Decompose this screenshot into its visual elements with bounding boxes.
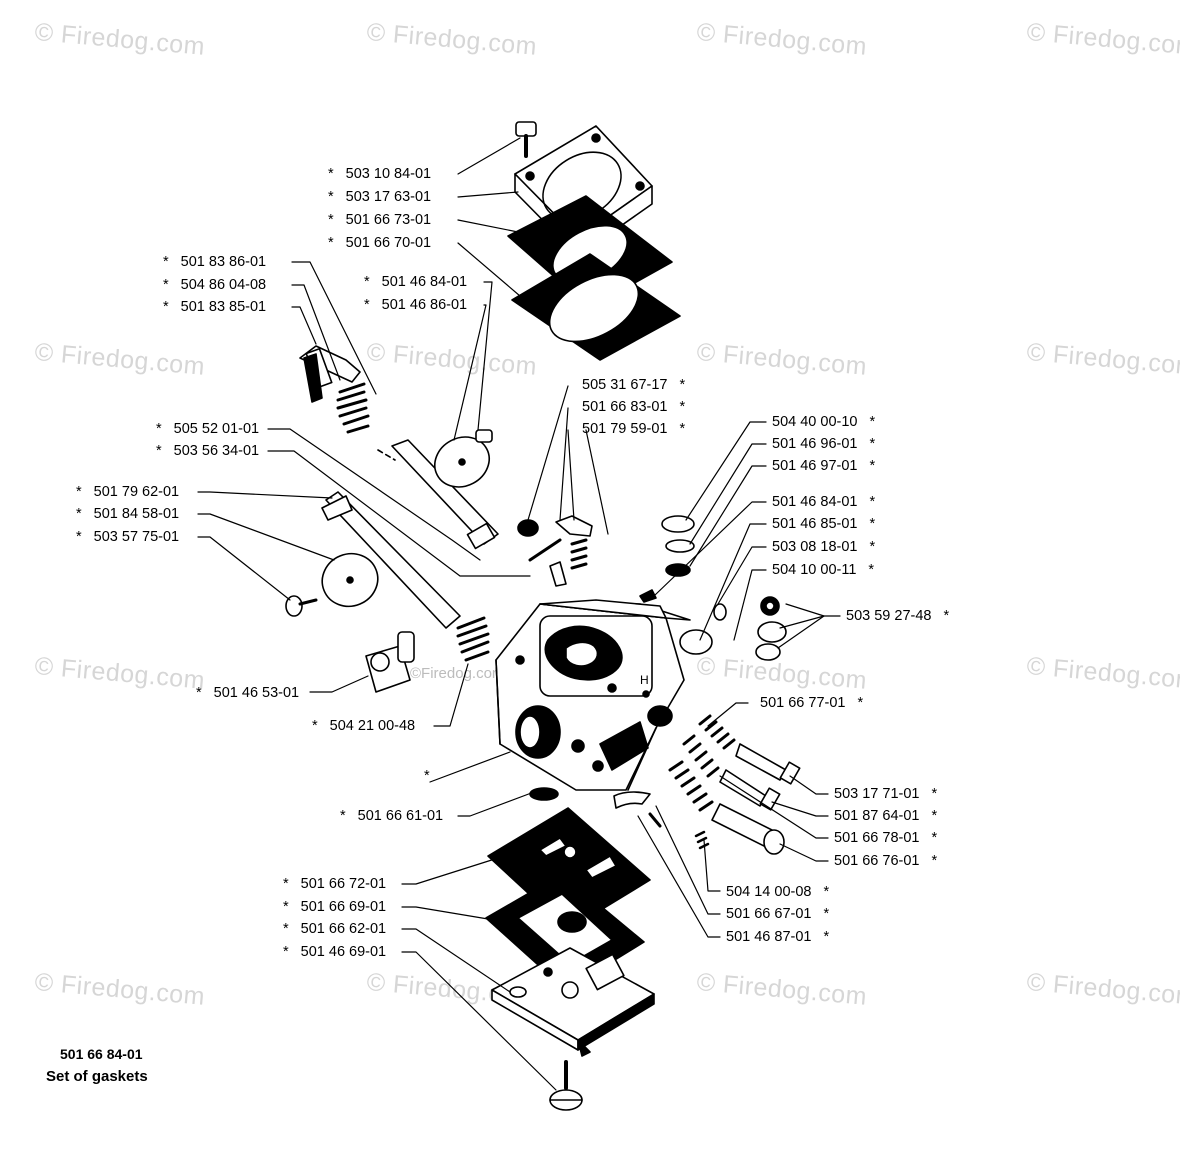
part-label: 501 66 76-01* [834, 853, 938, 869]
part-label: 501 46 85-01* [772, 516, 876, 532]
needle-lever-screw [517, 519, 539, 537]
part-label: *503 57 75-01 [76, 529, 180, 545]
carburetor-body: H [495, 599, 691, 791]
throttle-valve-disc [434, 436, 490, 488]
part-label: * [424, 768, 430, 784]
needle-lever [528, 515, 593, 562]
part-label: *501 46 53-01 [196, 685, 300, 701]
part-label: *501 79 62-01 [76, 484, 180, 500]
part-label: *505 52 01-01 [156, 421, 260, 437]
part-label: 501 66 83-01* [582, 399, 686, 415]
part-label: *501 83 85-01 [163, 299, 267, 315]
choke-shaft [321, 491, 461, 629]
part-label: 501 87 64-01* [834, 808, 938, 824]
welch-plug [679, 603, 727, 655]
part-label: *503 56 34-01 [156, 443, 260, 459]
swivel-fitting [365, 631, 415, 693]
part-label: *501 46 86-01 [364, 297, 468, 313]
part-label: 501 66 77-01* [760, 695, 864, 711]
choke-screw [285, 595, 318, 617]
part-label: *501 66 61-01 [340, 808, 444, 824]
throttle-lever [299, 345, 361, 403]
inlet-needle [549, 561, 567, 587]
filter-washers [639, 515, 695, 603]
part-label: *501 66 70-01 [328, 235, 432, 251]
top-cover-screw [515, 121, 537, 158]
part-label: 504 10 00-11* [772, 562, 875, 578]
metering-spring [694, 830, 710, 850]
part-label: 501 79 59-01* [582, 421, 686, 437]
part-label: 503 17 71-01* [834, 786, 938, 802]
part-label: 501 46 96-01* [772, 436, 876, 452]
part-label: *501 66 62-01 [283, 921, 387, 937]
low-speed-needle [735, 743, 801, 785]
check-valve-disc [529, 787, 559, 801]
part-label: *503 10 84-01 [328, 166, 432, 182]
part-label: 501 46 97-01* [772, 458, 876, 474]
part-label: 501 66 67-01* [726, 906, 830, 922]
part-label: *501 46 69-01 [283, 944, 387, 960]
metering-cover [491, 947, 655, 1057]
throttle-valve-screw [475, 429, 493, 443]
part-label: 505 31 67-17* [582, 377, 686, 393]
part-label: *501 83 86-01 [163, 254, 267, 270]
screw-plug-set [755, 596, 787, 661]
part-label: 501 66 78-01* [834, 830, 938, 846]
needle-spring [570, 538, 588, 570]
svg-text:©Firedog.com: ©Firedog.com [410, 665, 504, 682]
part-label: *501 66 69-01 [283, 899, 387, 915]
idle-screw [711, 803, 785, 855]
part-label: *501 66 72-01 [283, 876, 387, 892]
part-label: 503 59 27-48* [846, 608, 950, 624]
part-label: 504 40 00-10* [772, 414, 876, 430]
gasket-kit-caption: Set of gaskets [46, 1068, 148, 1085]
cover-screw [549, 1060, 583, 1111]
part-label: 501 46 87-01* [726, 929, 830, 945]
high-speed-needle [719, 769, 781, 811]
part-label: *501 46 84-01 [364, 274, 468, 290]
svg-text:H: H [640, 673, 649, 687]
gasket-kit-part-number: 501 66 84-01 [60, 1046, 143, 1062]
part-label: *501 84 58-01 [76, 506, 180, 522]
part-label: *504 21 00-48 [312, 718, 416, 734]
part-label: 504 14 00-08* [726, 884, 830, 900]
choke-valve-disc [321, 552, 379, 608]
throttle-spring [336, 382, 370, 434]
part-label: *503 17 63-01 [328, 189, 432, 205]
part-label: 501 46 84-01* [772, 494, 876, 510]
adjustment-springs [668, 714, 736, 812]
part-label: 503 08 18-01* [772, 539, 876, 555]
metering-lever [613, 791, 662, 828]
choke-spring [456, 616, 490, 662]
leader-lines [197, 137, 841, 1091]
part-label: *504 86 04-08 [163, 277, 267, 293]
pump-gasket [511, 253, 681, 361]
throttle-shaft [391, 439, 499, 550]
part-label: *501 66 73-01 [328, 212, 432, 228]
